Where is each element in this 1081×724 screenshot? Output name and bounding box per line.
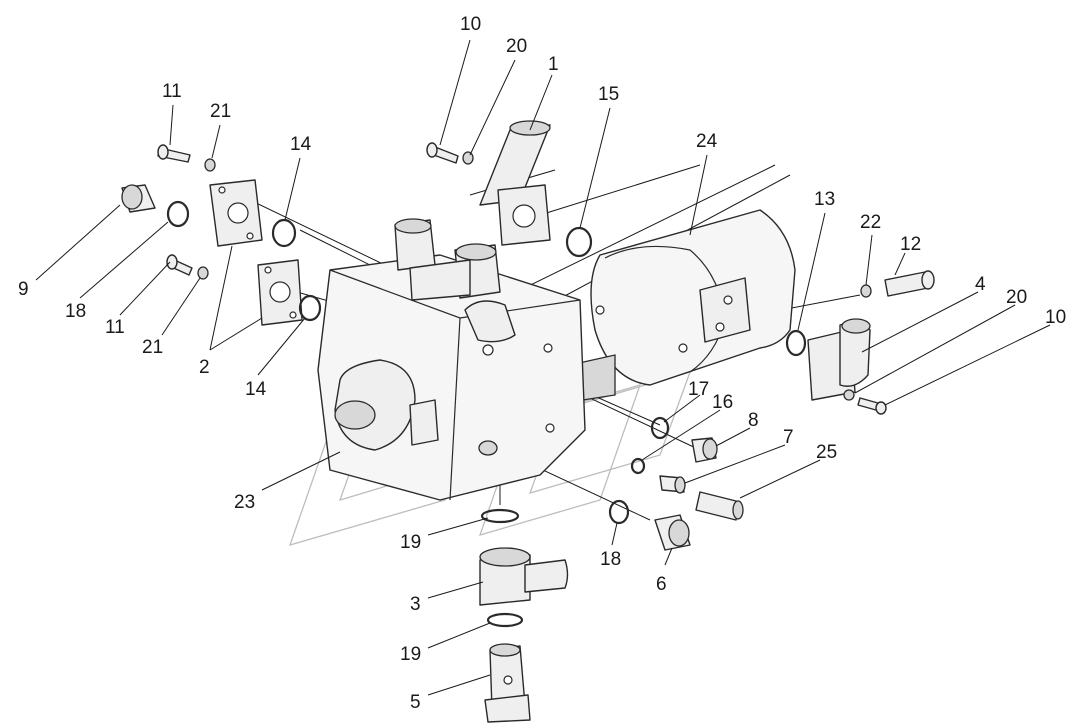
callout-24: 24: [696, 131, 718, 152]
callout-11: 11: [105, 317, 125, 338]
callout-18: 18: [600, 549, 621, 570]
callout-14: 14: [245, 379, 267, 400]
flange-upper: [209, 179, 263, 247]
callout-labels: 10 20 1 15 11 21 14 24 13 22 12 9 18 11 …: [18, 14, 1066, 713]
callout-7: 7: [783, 427, 794, 448]
callout-2: 2: [199, 357, 210, 378]
main-body: [317, 254, 586, 501]
flange-lower: [257, 259, 303, 326]
leader-lines: [35, 39, 1051, 696]
callout-22: 22: [860, 212, 881, 233]
callout-20: 20: [1006, 287, 1027, 308]
banjo-fitting: [479, 547, 569, 606]
valve-25: [695, 491, 744, 521]
fitting-7: [659, 475, 686, 494]
cover-housing: [569, 209, 796, 403]
callout-18: 18: [65, 301, 86, 322]
callout-8: 8: [748, 410, 759, 431]
bolt-11-lower: [166, 254, 193, 276]
callout-12: 12: [900, 234, 921, 255]
callout-4: 4: [975, 274, 986, 295]
fitting-6: [654, 514, 691, 551]
callout-11: 11: [162, 81, 182, 102]
callout-9: 9: [18, 279, 29, 300]
callout-13: 13: [814, 189, 835, 210]
callout-6: 6: [656, 574, 667, 595]
callout-3: 3: [410, 594, 421, 615]
callout-5: 5: [410, 692, 421, 713]
o-rings: [166, 200, 807, 628]
fitting-8: [691, 437, 718, 463]
callout-14: 14: [290, 134, 312, 155]
callout-10: 10: [1045, 307, 1066, 328]
callout-20: 20: [506, 36, 527, 57]
plug-9: [121, 184, 156, 213]
callout-10: 10: [460, 14, 481, 35]
callout-16: 16: [712, 392, 733, 413]
washers: [197, 151, 872, 401]
bolt-10-lower: [857, 397, 887, 415]
bolt-10-upper: [426, 142, 459, 164]
callout-21: 21: [210, 101, 231, 122]
callout-25: 25: [816, 442, 837, 463]
banjo-bolt: [484, 643, 531, 723]
angled-fitting: [479, 120, 551, 246]
callout-19: 19: [400, 532, 421, 553]
callout-15: 15: [598, 84, 619, 105]
callout-21: 21: [142, 337, 163, 358]
callout-17: 17: [688, 379, 709, 400]
callout-19: 19: [400, 644, 421, 665]
bolt-11-upper: [157, 144, 191, 163]
bolt-12: [884, 270, 935, 297]
elbow-fitting: [807, 318, 871, 401]
callout-23: 23: [234, 492, 255, 513]
callout-1: 1: [548, 54, 559, 75]
solenoid-valves: [394, 218, 516, 343]
